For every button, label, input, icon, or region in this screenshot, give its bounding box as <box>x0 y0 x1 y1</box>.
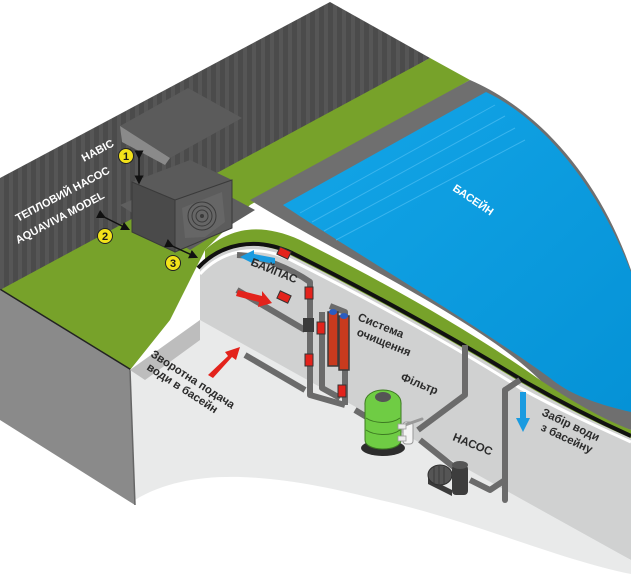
fan-icon <box>187 201 217 231</box>
clearance-arrows <box>95 150 199 259</box>
badge-2: 2 <box>97 228 113 244</box>
canopy <box>120 88 242 158</box>
valve-icon <box>304 286 314 300</box>
pool-water: БАСЕЙН <box>283 92 631 412</box>
badge-1: 1 <box>118 148 134 164</box>
svg-text:1: 1 <box>123 151 129 163</box>
clearance-arrow-2-icon <box>95 209 131 231</box>
circulation-pump <box>427 461 468 496</box>
sand-filter <box>361 389 424 456</box>
valve-icon <box>304 353 314 367</box>
valve-icon <box>316 321 326 335</box>
union-fitting <box>303 318 314 332</box>
heat-pump-unit <box>120 88 255 253</box>
clearance-arrow-3-icon <box>164 239 199 259</box>
svg-text:3: 3 <box>170 258 176 270</box>
valve-icon <box>276 290 292 304</box>
return-flow-arrow-icon <box>208 347 240 378</box>
valves <box>276 246 347 398</box>
svg-text:2: 2 <box>102 231 108 243</box>
badge-3: 3 <box>165 255 181 271</box>
valve-icon <box>337 384 347 398</box>
bypass-supply-arrow-icon <box>236 290 272 307</box>
bypass-return-arrow-icon <box>240 250 275 264</box>
valve-icon <box>276 246 292 260</box>
intake-flow-arrow-icon <box>516 392 530 432</box>
flow-arrows <box>208 250 530 432</box>
treatment-system <box>327 309 350 371</box>
